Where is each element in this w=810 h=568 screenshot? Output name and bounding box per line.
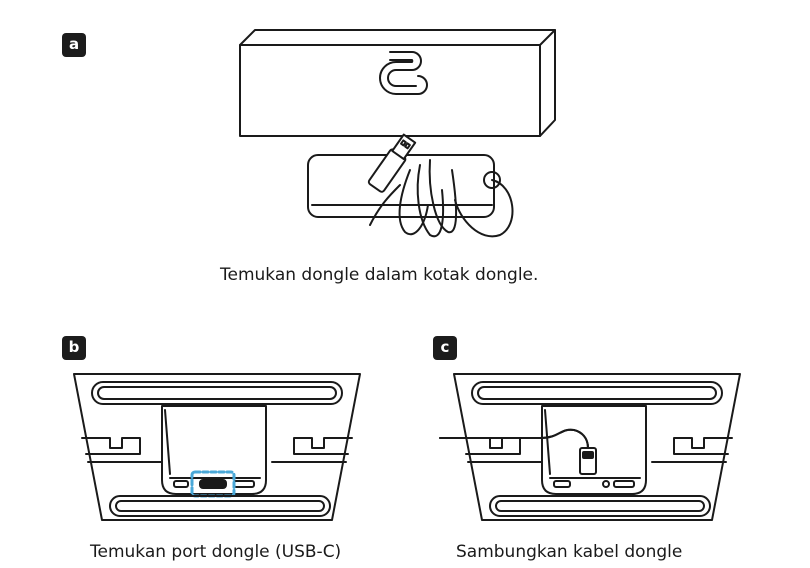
panel-a-caption: Temukan dongle dalam kotak dongle. [220, 265, 539, 285]
panel-b-caption: Temukan port dongle (USB-C) [90, 542, 342, 562]
dongle-body [307, 154, 501, 218]
panel-c-caption: Sambungkan kabel dongle [456, 542, 683, 562]
panel-b-badge: b [62, 336, 86, 360]
coiled-cable [367, 133, 514, 238]
panel-a-badge: a [62, 33, 86, 57]
tablet-back-port-illustration [73, 373, 361, 521]
dongle-box [239, 29, 556, 137]
tablet-back-connected-illustration [439, 373, 741, 521]
panel-c-badge: c [433, 336, 457, 360]
dongle-box-illustration [239, 29, 556, 238]
